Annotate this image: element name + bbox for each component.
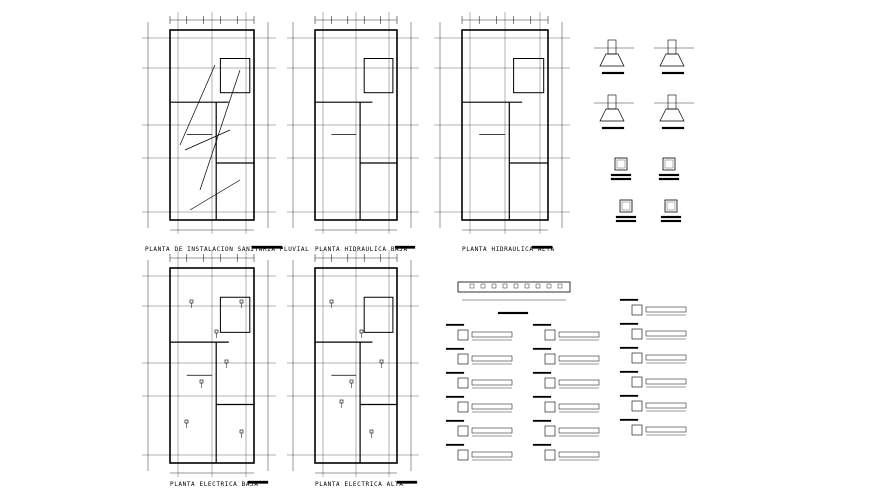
beam-detail-0-0 [445, 323, 513, 341]
plan-titles-layer: PLANTA DE INSTALACION SANITARIA PLUVIAL … [145, 246, 555, 488]
beam-detail-1-4 [532, 419, 600, 437]
beam-detail-0-1 [445, 347, 513, 365]
plan-interior-walls [170, 296, 254, 463]
plan-axis-grid [434, 12, 570, 234]
footing-detail-1 [594, 39, 634, 75]
beam-detail-0-5 [445, 443, 513, 461]
footing-detail-2 [654, 39, 694, 75]
plan-axis-grid [142, 12, 276, 234]
floor-plan-5 [287, 250, 419, 484]
plan-axis-grid [142, 250, 276, 477]
beam-detail-2-1 [619, 322, 687, 340]
beam-detail-1-3 [532, 395, 600, 413]
plan-title-electrica-alta: PLANTA ELECTRICA ALTA [315, 481, 403, 488]
beam-detail-1-5 [532, 443, 600, 461]
plan-interior-walls [462, 58, 548, 220]
plan-title-hidraulica-alta: PLANTA HIDRAULICA ALTA [462, 246, 555, 253]
floor-plan-4 [142, 250, 276, 484]
beam-detail-2-2 [619, 346, 687, 364]
beam-detail-2-4 [619, 394, 687, 412]
plan-title-bar [251, 245, 283, 249]
plan-title-bar [394, 245, 416, 249]
column-section-1 [610, 157, 632, 181]
footing-detail-3 [594, 94, 634, 130]
floor-plan-2 [287, 12, 419, 249]
plan-axis-grid [287, 12, 419, 234]
floor-plan-3 [434, 12, 570, 249]
plan-interior-walls [315, 296, 397, 463]
plan-title-electrica-baja: PLANTA ELECTRICA BAJA [170, 481, 258, 488]
plan-interior-walls [170, 58, 254, 220]
floor-plan-1 [142, 12, 283, 249]
beam-detail-1-0 [532, 323, 600, 341]
pluvial-pipe-runs [179, 64, 241, 211]
plan-title-pluvial: PLANTA DE INSTALACION SANITARIA PLUVIAL [145, 246, 309, 253]
beam-detail-1-2 [532, 371, 600, 389]
footing-detail-4 [654, 94, 694, 130]
slab-section-detail [457, 281, 571, 315]
beam-detail-0-4 [445, 419, 513, 437]
column-section-3 [615, 199, 637, 223]
plan-title-bar [247, 480, 269, 484]
floor-plans-layer [142, 12, 570, 484]
electrical-symbols [184, 299, 384, 438]
construction-details-layer [445, 39, 694, 461]
column-section-4 [660, 199, 682, 223]
plan-axis-grid [287, 250, 419, 477]
beam-detail-0-3 [445, 395, 513, 413]
plan-title-bar [396, 480, 418, 484]
column-section-2 [658, 157, 680, 181]
beam-detail-2-0 [619, 298, 687, 316]
beam-detail-2-3 [619, 370, 687, 388]
plan-title-bar [531, 245, 553, 249]
beam-detail-0-2 [445, 371, 513, 389]
plan-interior-walls [315, 58, 397, 220]
beam-detail-1-1 [532, 347, 600, 365]
beam-detail-2-5 [619, 418, 687, 436]
plan-title-hidraulica-baja: PLANTA HIDRAULICA BAJA [315, 246, 408, 253]
